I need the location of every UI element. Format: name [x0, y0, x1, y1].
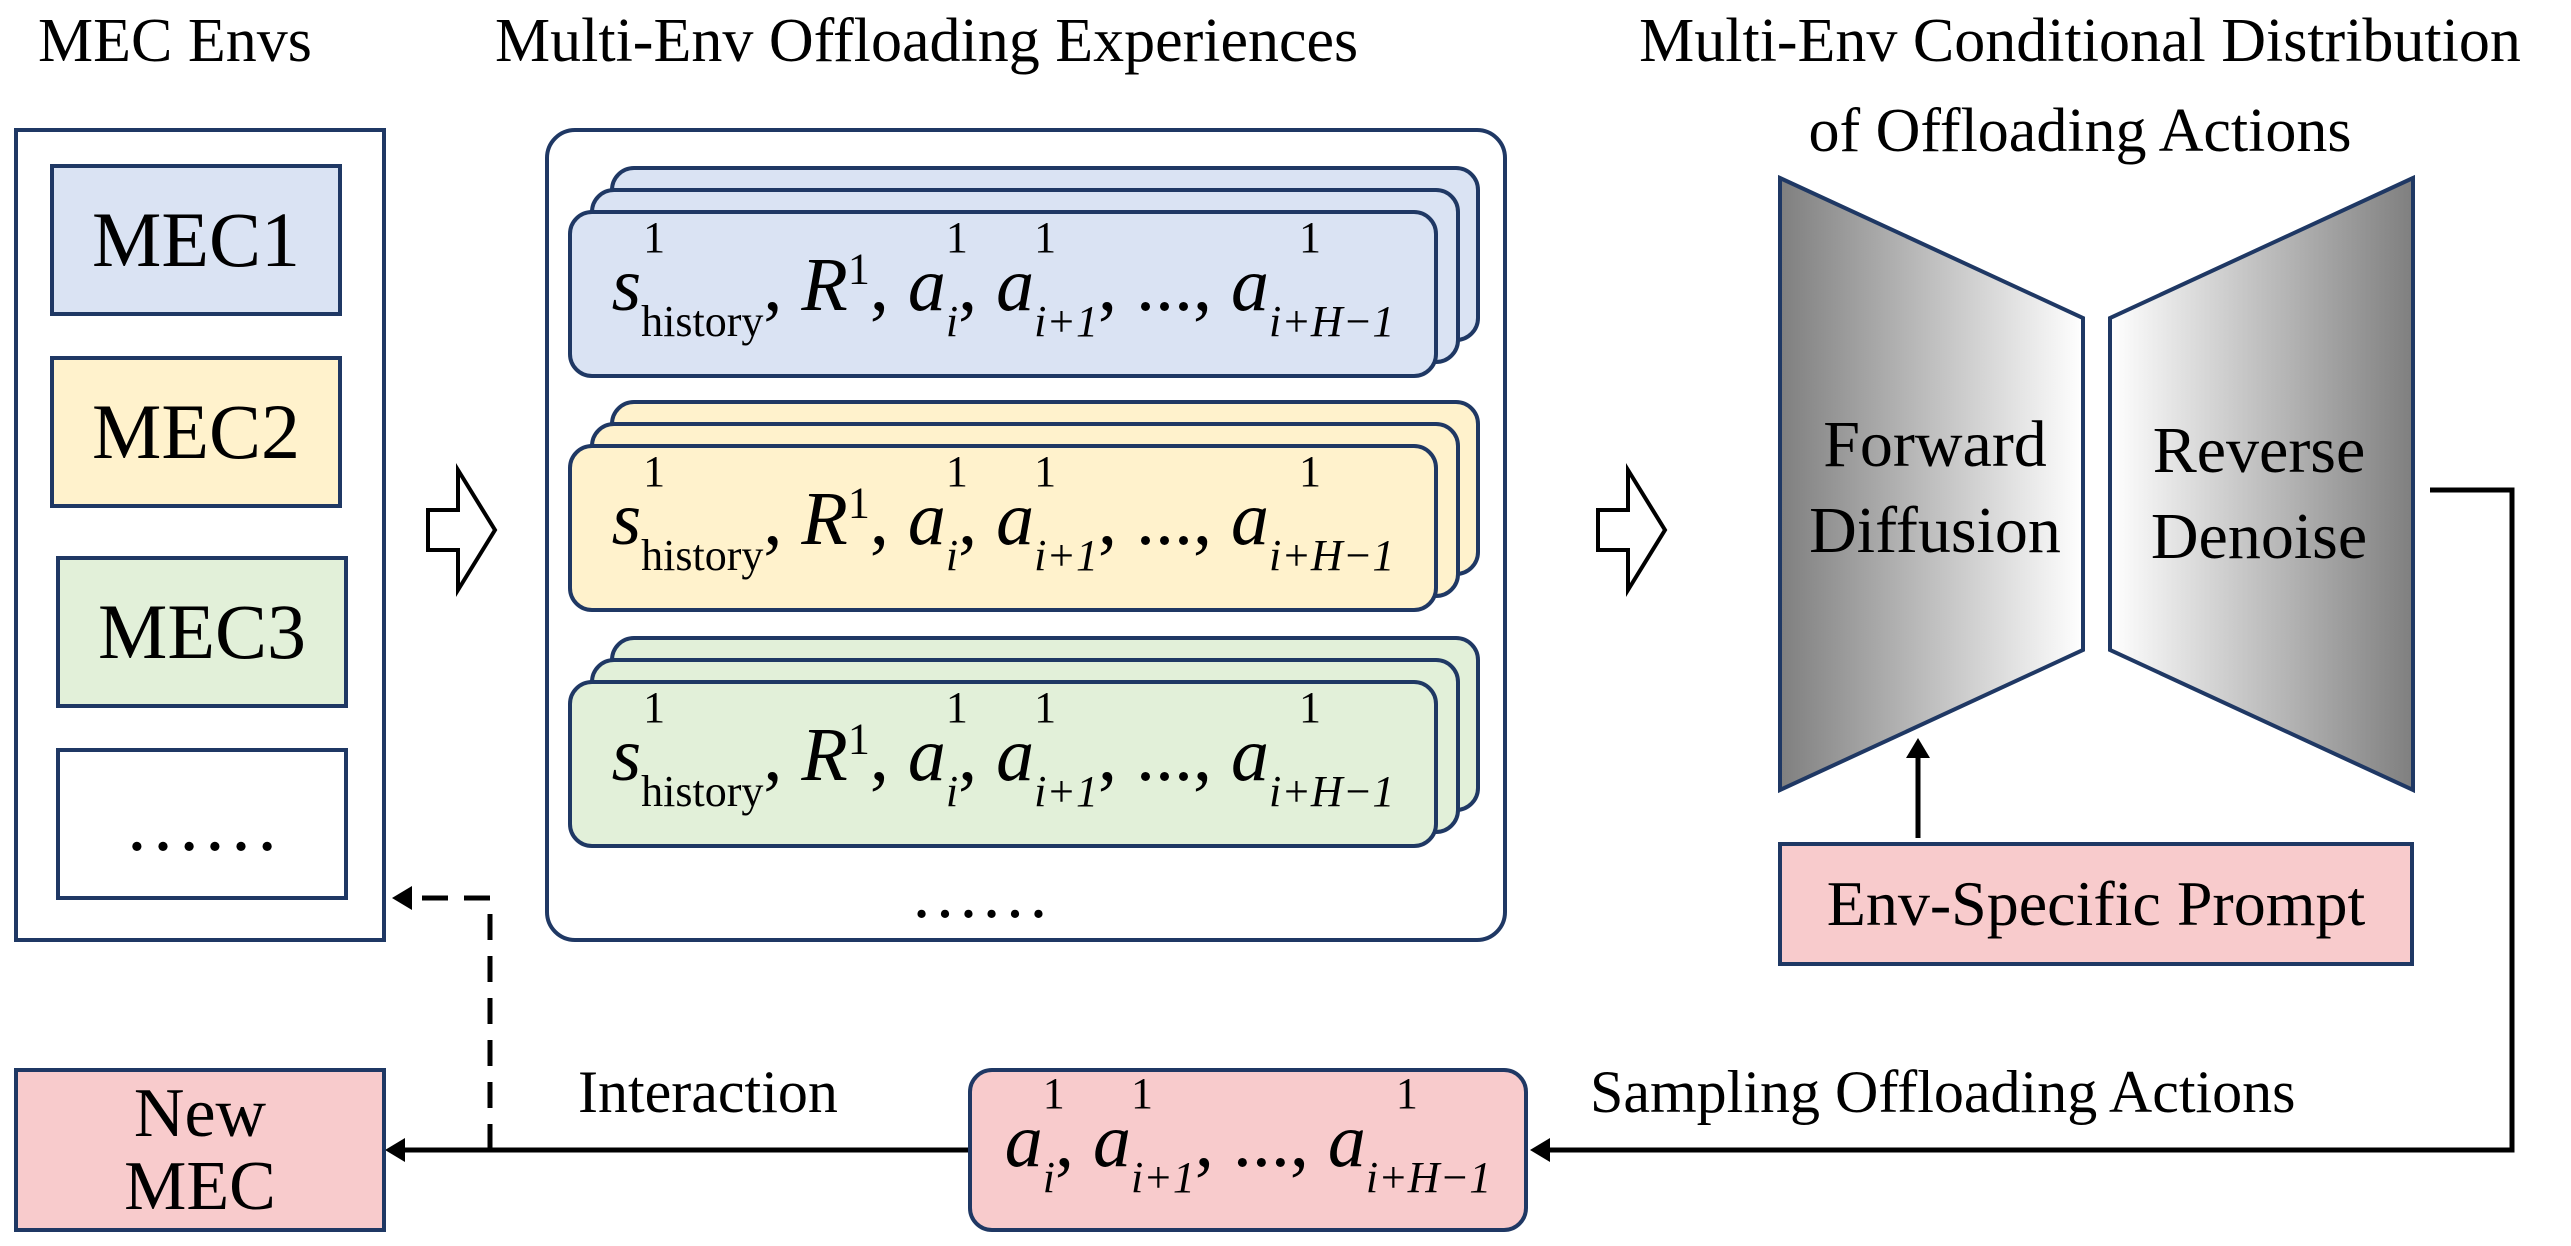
experiences-more: …… — [910, 856, 1050, 933]
reverse-denoise-label-line1: Reverse — [2152, 414, 2366, 487]
mec-env-3[interactable]: MEC3 — [56, 556, 348, 708]
env-specific-prompt-label: Env-Specific Prompt — [1826, 868, 2366, 939]
experiences-header: Multi-Env Offloading Experiences — [495, 7, 1359, 75]
new-mec-label-line1: New — [133, 1074, 267, 1152]
sampling-arrowhead-icon — [1530, 1138, 1550, 1162]
block-arrow-1-icon — [426, 462, 498, 598]
interaction-arrowhead-icon — [385, 1138, 405, 1162]
reverse-denoise-label-line2: Denoise — [2150, 500, 2368, 573]
reverse-denoise-shape[interactable] — [2108, 174, 2415, 794]
block-arrow-2-icon — [1596, 462, 1668, 598]
experiences-panel — [545, 128, 1507, 942]
mec-env-more-label: …… — [124, 780, 280, 867]
sampling-path — [1545, 487, 2515, 1153]
mec-env-3-label: MEC3 — [97, 588, 307, 675]
mec-envs-panel — [14, 128, 386, 942]
mec-env-1-label: MEC1 — [91, 196, 301, 283]
distribution-header-line2: of Offloading Actions — [1808, 97, 2352, 165]
forward-diffusion-label-line2: Diffusion — [1809, 494, 2061, 567]
mec-env-2[interactable]: MEC2 — [50, 356, 342, 508]
prompt-arrowhead-icon — [1906, 738, 1930, 758]
mec-env-more[interactable]: …… — [56, 748, 348, 900]
feedback-dashed-path — [410, 895, 493, 1150]
mec-env-1[interactable]: MEC1 — [50, 164, 342, 316]
interaction-label: Interaction — [578, 1059, 838, 1125]
new-mec-box[interactable]: New MEC — [14, 1068, 386, 1232]
distribution-header-line1: Multi-Env Conditional Distribution — [1639, 7, 2521, 75]
forward-diffusion-label-line1: Forward — [1823, 408, 2047, 481]
mec-envs-header: MEC Envs — [38, 7, 312, 75]
mec-env-2-label: MEC2 — [91, 388, 301, 475]
feedback-arrowhead-icon — [392, 886, 412, 910]
env-specific-prompt-box[interactable]: Env-Specific Prompt — [1778, 842, 2414, 966]
forward-diffusion-shape[interactable] — [1778, 174, 2085, 794]
new-mec-label-line2: MEC — [124, 1148, 276, 1225]
sampling-label: Sampling Offloading Actions — [1590, 1059, 2296, 1125]
